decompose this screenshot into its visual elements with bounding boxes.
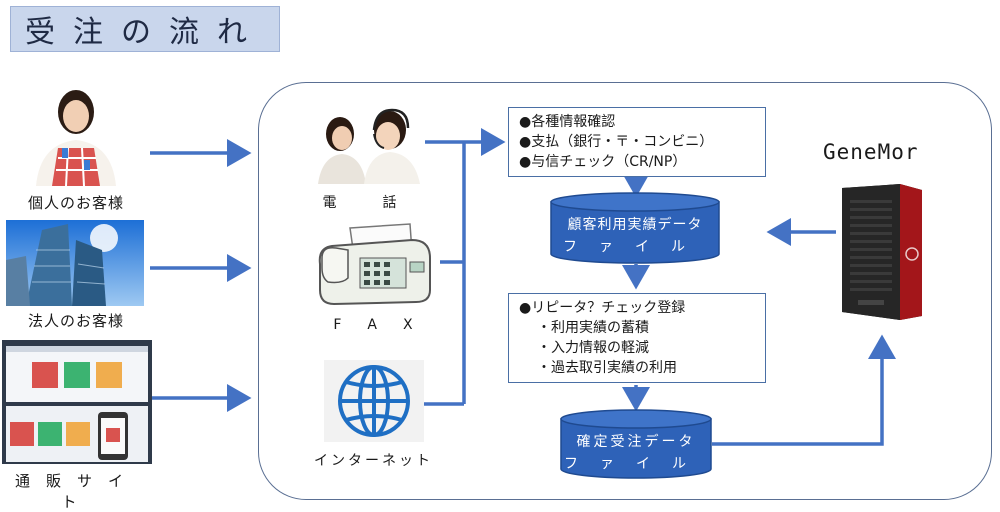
channel-phone-label: 電 話 — [322, 195, 413, 211]
server-tower-icon — [842, 184, 922, 320]
customer-usage-db: 顧客利用実績データ ファイル — [550, 192, 720, 264]
individual-customer: 個人のお客様 — [6, 82, 146, 212]
server-label: GeneMor — [823, 140, 919, 164]
ecommerce-customer-label: 通販サイト — [14, 472, 139, 511]
confirmed-order-db: 確定受注データ ファイル — [560, 409, 712, 479]
database-cylinder-icon — [560, 409, 712, 479]
database-cylinder-icon — [550, 192, 720, 264]
ecommerce-customer: 通販サイト — [2, 340, 152, 511]
confirm-line-1: ●各種情報確認 — [519, 114, 616, 130]
arrow-order-to-server — [712, 334, 896, 446]
ecommerce-site-icon — [2, 340, 152, 464]
repeater-line-2: ・利用実績の蓄積 — [537, 320, 649, 336]
channel-fax: F A X — [312, 218, 440, 333]
channel-internet: インターネット — [314, 360, 446, 470]
confirmation-box: ●各種情報確認 ●支払（銀行・〒・コンビニ） ●与信チェック（CR/NP） — [508, 107, 766, 177]
fax-machine-icon — [312, 218, 440, 306]
corporate-customer-label: 法人のお客様 — [27, 312, 124, 330]
call-center-icon — [310, 104, 425, 184]
individual-customer-label: 個人のお客様 — [27, 194, 124, 212]
channel-phone: 電 話 — [310, 104, 425, 214]
page-title-text: 受注の流れ — [25, 15, 265, 50]
repeater-line-4: ・過去取引実績の利用 — [537, 360, 677, 376]
page-title: 受注の流れ — [10, 6, 280, 52]
person-apron-icon — [6, 82, 146, 186]
repeater-check-box: ●リピータ？チェック登録 ・利用実績の蓄積 ・入力情報の軽減 ・過去取引実績の利… — [508, 293, 766, 383]
order-db-line2: ファイル — [564, 456, 708, 472]
confirm-line-2: ●支払（銀行・〒・コンビニ） — [519, 134, 714, 150]
customer-db-line1: 顧客利用実績データ — [567, 217, 703, 233]
order-db-line1: 確定受注データ — [576, 434, 696, 450]
repeater-line-3: ・入力情報の軽減 — [537, 340, 649, 356]
corporate-customer: 法人のお客様 — [6, 220, 146, 330]
channel-fax-label: F A X — [333, 317, 419, 333]
confirm-line-3: ●与信チェック（CR/NP） — [519, 154, 687, 170]
office-building-icon — [6, 220, 144, 306]
channel-internet-label: インターネット — [314, 453, 433, 469]
repeater-line-1: ●リピータ？チェック登録 — [519, 300, 686, 316]
customer-db-line2: ファイル — [563, 239, 707, 255]
order-system-region — [258, 82, 992, 500]
globe-icon — [324, 360, 424, 442]
